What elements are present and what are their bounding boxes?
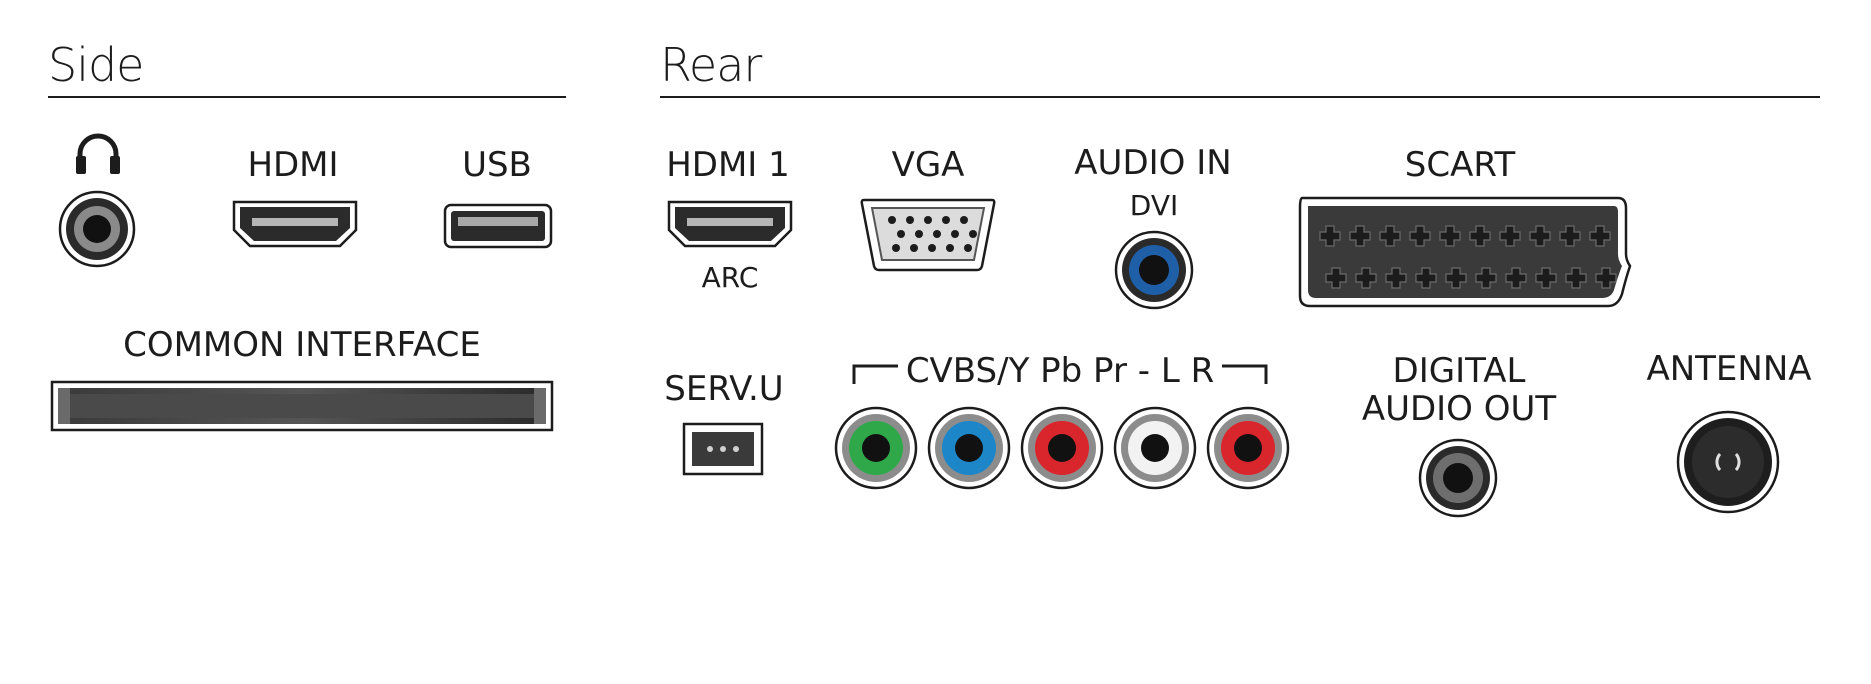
scart-port <box>1298 196 1632 308</box>
audio-in-jack <box>1114 230 1194 310</box>
cvbs-jack <box>1113 406 1197 490</box>
audio-in-dvi-sublabel: DVI <box>1129 189 1179 222</box>
digital-audio-out-jack <box>1418 438 1498 518</box>
cvbs-jack <box>1020 406 1104 490</box>
vga-label: VGA <box>891 145 965 185</box>
hdmi-side-label: HDMI <box>247 145 339 185</box>
hdmi1-arc-sublabel: ARC <box>701 261 759 294</box>
common-interface-slot <box>50 380 554 432</box>
rear-section-title: Rear <box>660 38 762 92</box>
digital-audio-out-label: DIGITAL AUDIO OUT <box>1361 351 1557 430</box>
serv-u-label: SERV.U <box>664 369 784 409</box>
hdmi1-label: HDMI 1 <box>666 145 790 185</box>
usb-port <box>443 203 553 249</box>
scart-label: SCART <box>1404 145 1516 185</box>
vga-port <box>860 198 996 272</box>
headphone-jack <box>58 190 136 268</box>
cvbs-jack-row <box>834 406 1290 490</box>
headphones-icon <box>76 133 120 174</box>
usb-label: USB <box>462 145 532 185</box>
hdmi-side-port <box>232 200 358 248</box>
common-interface-label: COMMON INTERFACE <box>123 325 481 365</box>
cvbs-jack <box>834 406 918 490</box>
rear-section-rule <box>660 96 1820 98</box>
cvbs-jack <box>1206 406 1290 490</box>
audio-in-label: AUDIO IN <box>1074 143 1232 183</box>
cvbs-bracket <box>852 364 1268 384</box>
antenna-label: ANTENNA <box>1646 349 1812 389</box>
side-section-rule <box>48 96 566 98</box>
serv-u-port <box>682 422 764 476</box>
antenna-port <box>1676 410 1780 514</box>
cvbs-jack <box>927 406 1011 490</box>
cvbs-label: CVBS/Y Pb Pr - L R <box>905 351 1215 391</box>
side-section-title: Side <box>48 38 144 92</box>
hdmi1-port <box>667 200 793 248</box>
